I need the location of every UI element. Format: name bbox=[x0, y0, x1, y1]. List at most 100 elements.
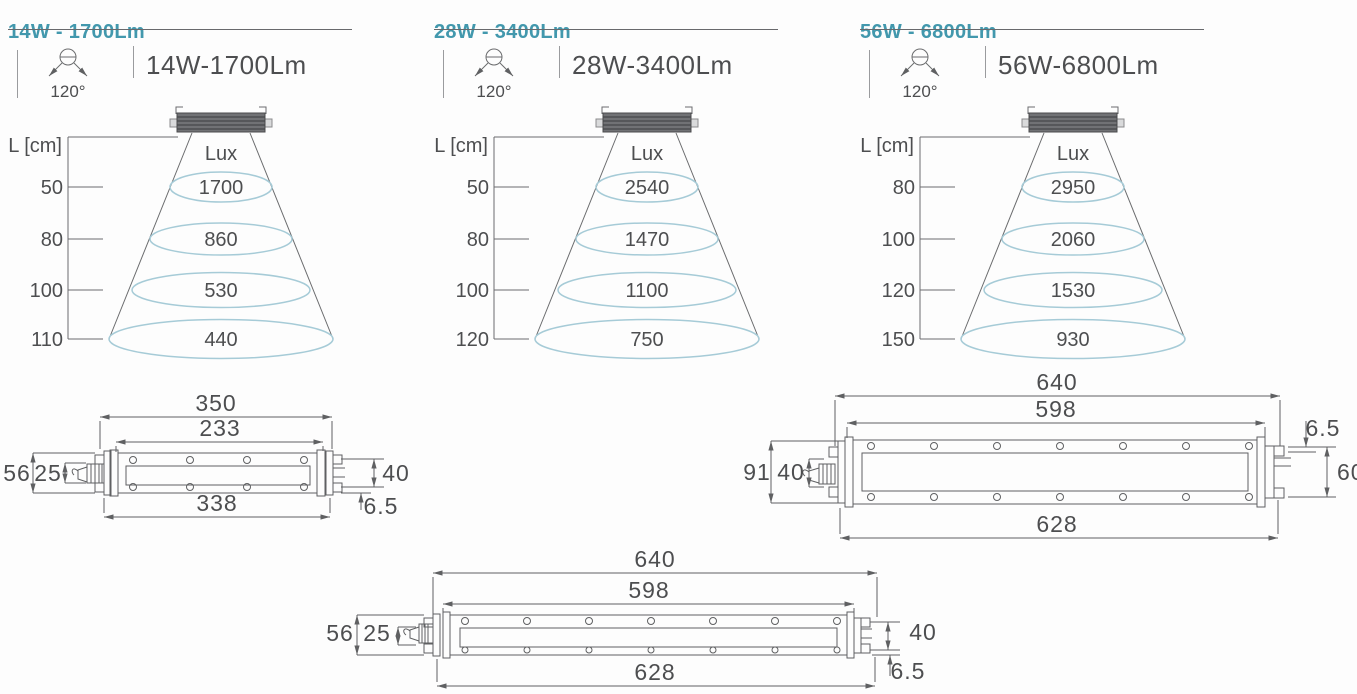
axis-label: L [cm] bbox=[8, 135, 62, 157]
dim-label: 60 bbox=[1337, 459, 1357, 485]
dim-label: 338 bbox=[196, 490, 237, 516]
axis-label: L [cm] bbox=[860, 135, 914, 157]
header-underline bbox=[434, 29, 778, 30]
mounting-bracket-right bbox=[1264, 445, 1291, 499]
dim-label: 25 bbox=[34, 460, 62, 486]
cable-gland bbox=[403, 623, 434, 644]
lux-header: Lux bbox=[631, 143, 663, 165]
lamp-fixture-icon bbox=[169, 106, 273, 133]
dimension-drawing-large-side: 640 598 bbox=[743, 369, 1357, 541]
beam-angle-value: 120° bbox=[902, 82, 937, 101]
column-56w: 56W - 6800Lm 120° 56W-6800Lm L [cm] bbox=[852, 0, 1279, 378]
dimension-drawing-small: 350 233 bbox=[3, 390, 409, 520]
distance-axis: L [cm] 80 100 120 150 bbox=[860, 135, 1030, 351]
badge-divider bbox=[559, 46, 560, 78]
dimension-gland: 25 bbox=[34, 460, 86, 486]
dimension-height: 56 bbox=[3, 452, 95, 494]
dim-label: 6.5 bbox=[891, 658, 926, 684]
tick-label: 100 bbox=[30, 280, 63, 302]
lux-value: 2060 bbox=[1051, 229, 1096, 251]
lux-value: 2540 bbox=[625, 177, 670, 199]
dimension-gland: 25 bbox=[363, 620, 416, 646]
lux-value: 440 bbox=[204, 329, 237, 351]
lens-window bbox=[459, 627, 838, 648]
dim-label: 56 bbox=[3, 460, 31, 486]
dimension-offset: 6.5 bbox=[341, 492, 399, 519]
mounting-bracket-right bbox=[853, 617, 872, 654]
tick-label: 120 bbox=[882, 280, 915, 302]
badge-divider bbox=[133, 46, 134, 78]
dimension-offset: 6.5 bbox=[1288, 415, 1339, 453]
dim-label: 40 bbox=[909, 619, 937, 645]
dim-label: 598 bbox=[628, 577, 669, 603]
lux-value: 1100 bbox=[625, 280, 668, 302]
dim-label: 628 bbox=[1036, 511, 1077, 537]
column-14w: 14W - 1700Lm 120° 14W-1700Lm L [cm] bbox=[0, 0, 427, 378]
beam-angle-icon: 120° bbox=[48, 48, 88, 101]
light-cone-diagram: L [cm] 50 80 100 110 Lux 1700 860 530 44… bbox=[8, 106, 334, 360]
lux-value: 930 bbox=[1056, 329, 1089, 351]
dim-label: 40 bbox=[777, 459, 805, 485]
dimension-length-overall: 640 bbox=[432, 546, 878, 617]
fixture-body bbox=[844, 436, 1266, 508]
model-label: 56W-6800Lm bbox=[998, 50, 1159, 80]
beam-angle-icon: 120° bbox=[900, 48, 940, 101]
dim-label: 628 bbox=[634, 659, 675, 685]
dimension-height: 91 bbox=[743, 440, 838, 504]
dimension-gland: 40 bbox=[777, 458, 824, 488]
dim-label: 640 bbox=[634, 546, 675, 572]
mounting-bracket-left bbox=[423, 613, 441, 657]
dim-label: 640 bbox=[1036, 369, 1077, 395]
dimension-length-overall: 640 bbox=[834, 369, 1281, 446]
column-header: 14W - 1700Lm bbox=[8, 20, 145, 43]
light-cone-diagram: L [cm] 80 100 120 150 Lux 2950 2060 1530… bbox=[860, 106, 1186, 360]
lux-header: Lux bbox=[205, 143, 237, 165]
lux-value: 530 bbox=[204, 280, 237, 302]
badge-left-tick bbox=[17, 50, 18, 98]
tick-label: 120 bbox=[456, 329, 489, 351]
fixture-body bbox=[442, 611, 855, 659]
lamp-fixture-icon bbox=[595, 106, 699, 133]
light-cone-diagram: L [cm] 50 80 100 120 Lux 2540 1470 1100 … bbox=[434, 106, 760, 360]
mounting-bracket-left bbox=[94, 450, 112, 496]
header-underline bbox=[860, 29, 1204, 30]
tick-label: 80 bbox=[893, 177, 915, 199]
badge-left-tick bbox=[443, 50, 444, 98]
dimension-height: 56 bbox=[326, 614, 424, 656]
tick-label: 80 bbox=[467, 229, 489, 251]
lamp-fixture-icon bbox=[1021, 106, 1125, 133]
dim-label: 91 bbox=[743, 459, 771, 485]
fixture-body bbox=[109, 449, 326, 497]
lux-value: 750 bbox=[630, 329, 663, 351]
screws bbox=[461, 617, 841, 654]
dim-label: 6.5 bbox=[364, 493, 399, 519]
dim-label: 233 bbox=[199, 415, 240, 441]
lux-value: 860 bbox=[204, 229, 237, 251]
lux-value: 1700 bbox=[199, 177, 244, 199]
tick-label: 100 bbox=[882, 229, 915, 251]
tick-label: 100 bbox=[456, 280, 489, 302]
mounting-bracket-right bbox=[325, 450, 345, 496]
dimension-bracket-height: 40 bbox=[341, 458, 409, 488]
dimension-length-inner: 598 bbox=[442, 577, 855, 613]
lux-value: 2950 bbox=[1051, 177, 1096, 199]
lens-window bbox=[125, 465, 311, 486]
lux-value: 1530 bbox=[1051, 280, 1096, 302]
dimension-drawing-large-top: 640 598 bbox=[326, 546, 937, 689]
lens-window bbox=[861, 452, 1249, 492]
model-label: 28W-3400Lm bbox=[572, 50, 733, 80]
distance-axis: L [cm] 50 80 100 110 bbox=[8, 135, 178, 351]
column-header: 56W - 6800Lm bbox=[860, 20, 997, 43]
badge-left-tick bbox=[869, 50, 870, 98]
screws bbox=[867, 442, 1253, 501]
tick-label: 150 bbox=[882, 329, 915, 351]
light-cone: Lux 2950 2060 1530 930 bbox=[960, 132, 1186, 360]
dim-label: 25 bbox=[363, 620, 391, 646]
dimension-length-mount: 338 bbox=[103, 490, 331, 520]
column-header: 28W - 3400Lm bbox=[434, 20, 571, 43]
tick-label: 80 bbox=[41, 229, 63, 251]
dimension-offset: 6.5 bbox=[872, 654, 926, 684]
header-underline bbox=[8, 29, 352, 30]
tick-label: 50 bbox=[41, 177, 63, 199]
